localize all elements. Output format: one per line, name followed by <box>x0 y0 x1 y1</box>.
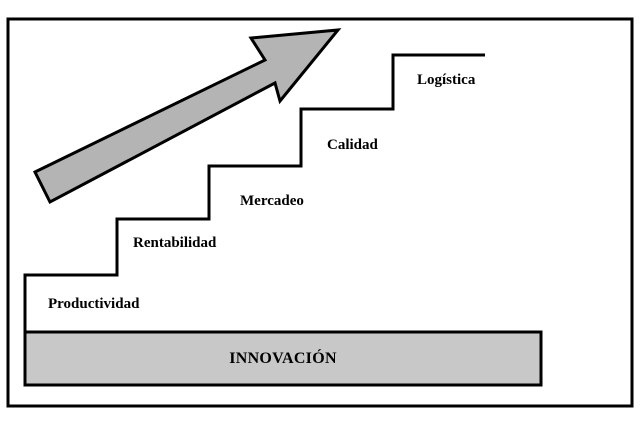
base-bar <box>23 330 543 387</box>
step-label-logistica: Logística <box>417 72 476 88</box>
step-label-rentabilidad: Rentabilidad <box>133 235 217 251</box>
outer-frame <box>6 17 634 408</box>
staircase-line <box>23 53 485 332</box>
step-label-calidad: Calidad <box>327 137 378 153</box>
growth-arrow-icon <box>32 28 342 205</box>
step-label-mercadeo: Mercadeo <box>240 193 304 209</box>
base-label-innovacion: INNOVACIÓN <box>229 349 337 367</box>
step-label-productividad: Productividad <box>48 296 140 312</box>
